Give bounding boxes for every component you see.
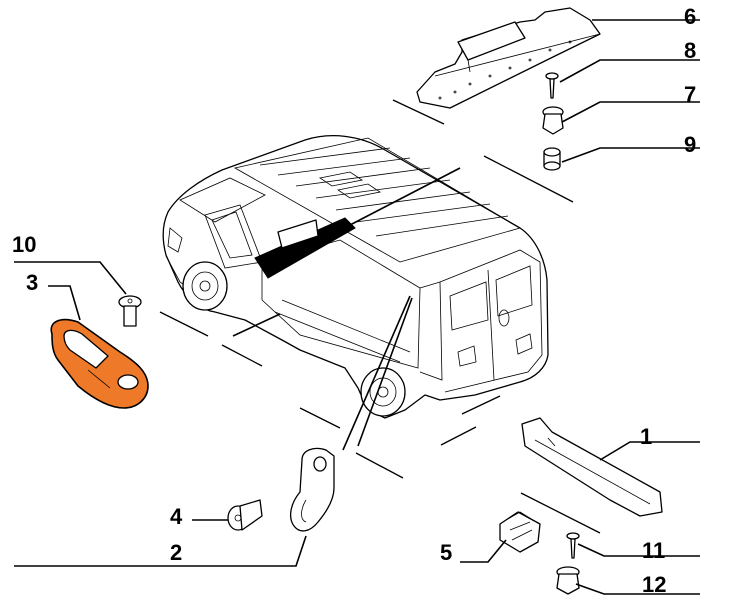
callout-3: 3: [26, 270, 38, 295]
callout-2: 2: [170, 540, 182, 565]
van-body: [162, 135, 549, 419]
part-9-bush: [543, 147, 561, 171]
callout-12: 12: [642, 572, 666, 597]
callout-10: 10: [12, 232, 36, 257]
callout-9: 9: [684, 132, 696, 157]
part-8-screw: [545, 72, 559, 99]
part-11-screw: [566, 532, 580, 559]
part-3-tie-down-hook: [50, 318, 149, 409]
part-6-roof-panel: [416, 7, 601, 109]
callout-labels: 6 8 7 9 10 3 1 4 2 5 11 12: [12, 4, 696, 597]
callout-5: 5: [440, 540, 452, 565]
callout-11: 11: [642, 538, 665, 563]
leader-lines: [14, 19, 700, 595]
part-12-clip: [556, 566, 580, 595]
part-10-bolt: [118, 295, 142, 327]
callout-7: 7: [684, 82, 696, 107]
perspective-guides: [159, 99, 601, 534]
callout-8: 8: [684, 38, 696, 63]
part-4-bolt: [227, 499, 263, 531]
part-7-clip: [542, 106, 564, 135]
callout-6: 6: [684, 4, 696, 29]
part-1-side-sill: [521, 417, 663, 517]
callout-4: 4: [170, 504, 183, 529]
callout-1: 1: [640, 424, 652, 449]
part-2-lashing-ring: [289, 447, 335, 532]
part-5-connector: [499, 511, 541, 553]
